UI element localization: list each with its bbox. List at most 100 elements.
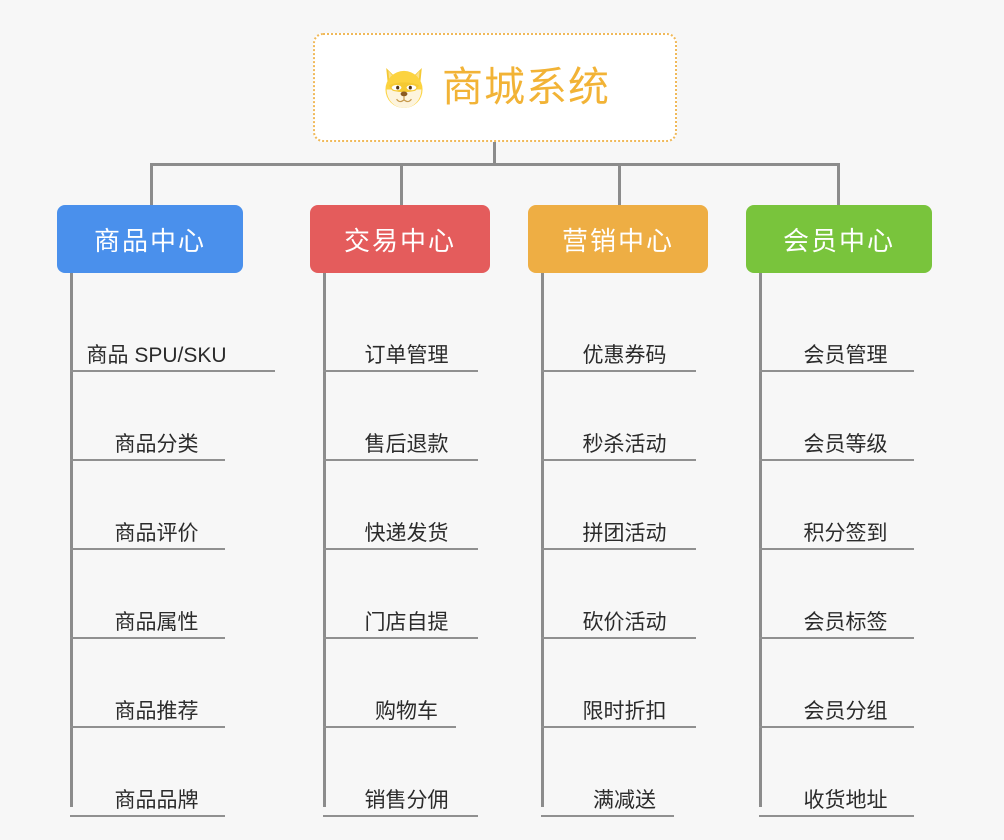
list-item[interactable]: 商品属性: [70, 550, 243, 639]
item-label: 订单管理: [364, 343, 449, 367]
item-label: 商品 SPU/SKU: [86, 343, 227, 367]
category-box-3[interactable]: 营销中心: [528, 205, 708, 273]
page-title: 商城系统: [442, 64, 610, 110]
item-label: 会员管理: [803, 343, 888, 367]
list-item[interactable]: 订单管理: [323, 283, 490, 372]
item-underline: [70, 459, 225, 461]
item-label: 拼团活动: [582, 521, 667, 545]
item-list-4: 会员管理 会员等级 积分签到 会员标签 会员分组 收货地址: [746, 273, 932, 817]
list-item[interactable]: 会员管理: [759, 283, 932, 372]
shiba-dog-icon: [380, 65, 428, 111]
item-label: 门店自提: [364, 610, 449, 634]
item-label: 收货地址: [803, 788, 888, 812]
item-underline: [70, 370, 275, 372]
branch-trunk-2: [323, 273, 326, 807]
item-label: 商品属性: [114, 610, 199, 634]
list-item[interactable]: 商品 SPU/SKU: [70, 283, 275, 372]
list-item[interactable]: 会员等级: [759, 372, 932, 461]
item-underline: [323, 637, 478, 639]
item-list-2: 订单管理 售后退款 快递发货 门店自提 购物车 销售分佣: [310, 273, 490, 817]
category-box-2[interactable]: 交易中心: [310, 205, 490, 273]
category-label-1: 商品中心: [93, 225, 206, 256]
list-item[interactable]: 收货地址: [759, 728, 932, 817]
category-box-4[interactable]: 会员中心: [746, 205, 932, 273]
branch-column-3: 营销中心 优惠券码 秒杀活动 拼团活动 砍价活动 限时折扣: [528, 205, 708, 817]
item-label: 销售分佣: [364, 788, 449, 812]
list-item[interactable]: 销售分佣: [323, 728, 490, 817]
category-box-1[interactable]: 商品中心: [57, 205, 243, 273]
branch-column-1: 商品中心 商品 SPU/SKU 商品分类 商品评价 商品属性 商品推荐: [57, 205, 275, 817]
item-underline: [323, 815, 478, 817]
item-underline: [323, 726, 456, 728]
list-item[interactable]: 售后退款: [323, 372, 490, 461]
item-underline: [541, 815, 674, 817]
list-item[interactable]: 拼团活动: [541, 461, 708, 550]
root-node[interactable]: 商城系统: [313, 33, 677, 142]
item-label: 会员等级: [803, 432, 888, 456]
connector-drop-3: [618, 163, 621, 207]
category-label-2: 交易中心: [343, 225, 456, 256]
list-item[interactable]: 砍价活动: [541, 550, 708, 639]
list-item[interactable]: 会员标签: [759, 550, 932, 639]
item-underline: [759, 637, 914, 639]
item-underline: [541, 637, 696, 639]
category-label-4: 会员中心: [782, 225, 895, 256]
item-underline: [541, 548, 696, 550]
item-label: 积分签到: [803, 521, 888, 545]
item-label: 会员标签: [803, 610, 888, 634]
item-label: 砍价活动: [582, 610, 667, 634]
list-item[interactable]: 商品品牌: [70, 728, 243, 817]
item-underline: [323, 370, 478, 372]
item-underline: [70, 815, 225, 817]
item-underline: [541, 726, 696, 728]
item-label: 购物车: [375, 699, 438, 723]
list-item[interactable]: 门店自提: [323, 550, 490, 639]
list-item[interactable]: 优惠券码: [541, 283, 708, 372]
item-underline: [759, 459, 914, 461]
item-label: 会员分组: [803, 699, 888, 723]
item-label: 快递发货: [364, 521, 449, 545]
item-label: 秒杀活动: [582, 432, 667, 456]
branch-column-2: 交易中心 订单管理 售后退款 快递发货 门店自提 购物车: [310, 205, 490, 817]
item-underline: [70, 548, 225, 550]
category-label-3: 营销中心: [561, 225, 674, 256]
item-label: 售后退款: [364, 432, 449, 456]
item-list-3: 优惠券码 秒杀活动 拼团活动 砍价活动 限时折扣 满减送: [528, 273, 708, 817]
item-label: 优惠券码: [582, 343, 667, 367]
item-underline: [70, 726, 225, 728]
item-underline: [323, 548, 478, 550]
list-item[interactable]: 积分签到: [759, 461, 932, 550]
item-underline: [759, 726, 914, 728]
item-list-1: 商品 SPU/SKU 商品分类 商品评价 商品属性 商品推荐 商品品牌: [57, 273, 275, 817]
connector-drop-2: [400, 163, 403, 207]
branch-trunk-4: [759, 273, 762, 807]
item-underline: [759, 370, 914, 372]
branch-column-4: 会员中心 会员管理 会员等级 积分签到 会员标签 会员分组: [746, 205, 932, 817]
list-item[interactable]: 满减送: [541, 728, 708, 817]
item-label: 商品分类: [114, 432, 199, 456]
item-label: 商品品牌: [114, 788, 199, 812]
item-label: 商品推荐: [114, 699, 199, 723]
item-underline: [759, 548, 914, 550]
item-underline: [541, 370, 696, 372]
connector-drop-4: [837, 163, 840, 207]
item-underline: [70, 637, 225, 639]
list-item[interactable]: 商品分类: [70, 372, 243, 461]
branch-trunk-1: [70, 273, 73, 807]
list-item[interactable]: 快递发货: [323, 461, 490, 550]
item-label: 满减送: [593, 788, 656, 812]
item-label: 限时折扣: [582, 699, 667, 723]
list-item[interactable]: 商品推荐: [70, 639, 243, 728]
list-item[interactable]: 限时折扣: [541, 639, 708, 728]
list-item[interactable]: 秒杀活动: [541, 372, 708, 461]
connector-drop-1: [150, 163, 153, 207]
list-item[interactable]: 购物车: [323, 639, 490, 728]
list-item[interactable]: 商品评价: [70, 461, 243, 550]
item-underline: [323, 459, 478, 461]
connector-root-stem: [493, 142, 496, 165]
item-label: 商品评价: [114, 521, 199, 545]
list-item[interactable]: 会员分组: [759, 639, 932, 728]
item-underline: [541, 459, 696, 461]
branch-trunk-3: [541, 273, 544, 807]
